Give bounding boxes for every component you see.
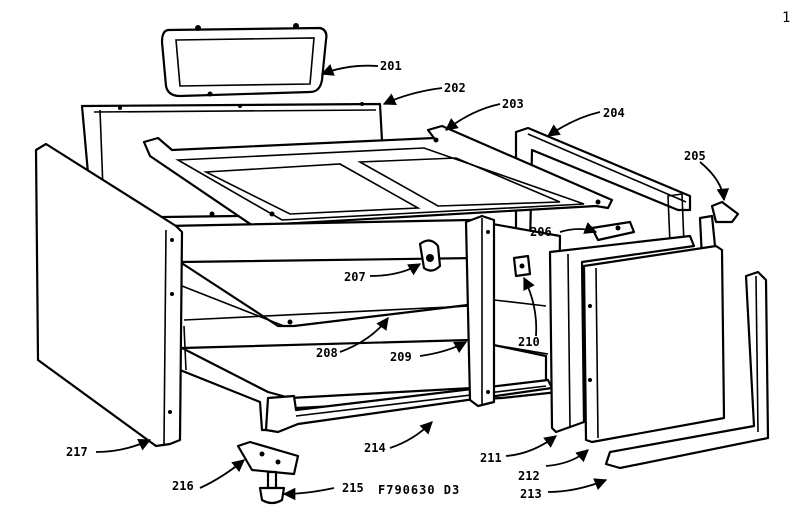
part-211-door-frame (548, 234, 696, 434)
callout-214: 214 (364, 441, 386, 455)
corner-mark: 1 (782, 10, 790, 26)
part-203-top-frame (142, 124, 614, 234)
callout-216: 216 (172, 479, 194, 493)
part-215-foot (258, 470, 286, 505)
callout-207: 207 (344, 270, 366, 284)
part-206-hinge (590, 220, 636, 242)
part-210-clip (512, 254, 532, 278)
part-209-center-post (464, 214, 496, 408)
part-207-bracket (418, 239, 442, 272)
part-217-left-side-panel (34, 142, 184, 448)
part-cabinet-body (164, 211, 562, 434)
callout-204: 204 (603, 106, 625, 120)
callout-209: 209 (390, 350, 412, 364)
callout-215: 215 (342, 481, 364, 495)
callout-208: 208 (316, 346, 338, 360)
callout-202: 202 (444, 81, 466, 95)
callout-211: 211 (480, 451, 502, 465)
callout-206: 206 (530, 225, 552, 239)
part-201-gasket (160, 23, 328, 98)
callout-201: 201 (380, 59, 402, 73)
leader-lines (95, 64, 730, 501)
callout-212: 212 (518, 469, 540, 483)
part-212-door-panel (582, 244, 726, 444)
callout-217: 217 (66, 445, 88, 459)
part-213-trim-strip (604, 270, 770, 470)
callout-210: 210 (518, 335, 540, 349)
drawing-code: F790630 D3 (378, 483, 460, 497)
callout-205: 205 (684, 149, 706, 163)
part-216-plate (236, 440, 300, 476)
callout-203: 203 (502, 97, 524, 111)
callout-213: 213 (520, 487, 542, 501)
